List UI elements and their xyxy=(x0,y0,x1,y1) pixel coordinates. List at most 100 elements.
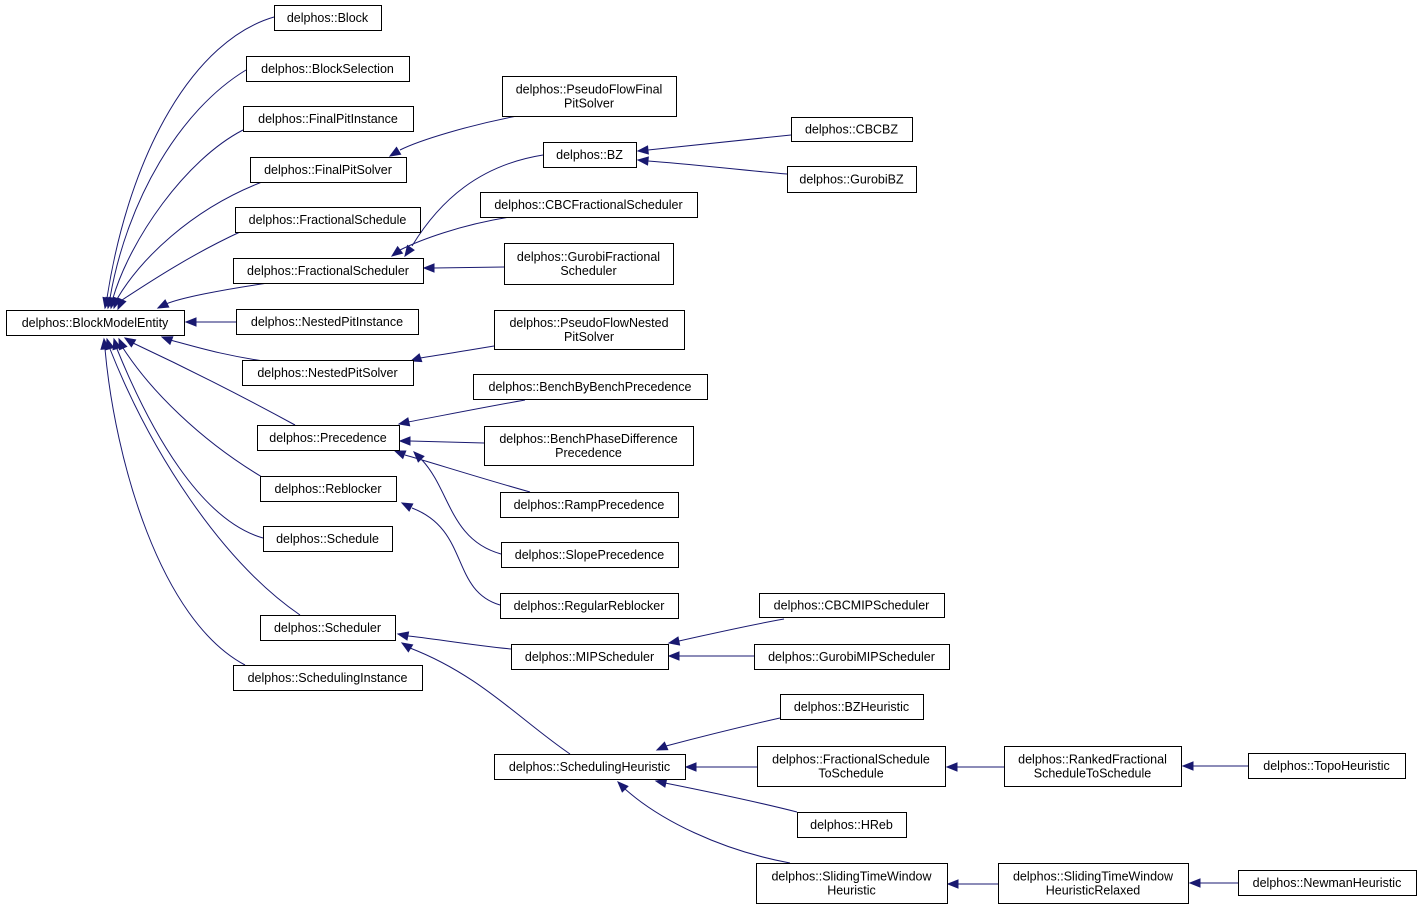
edge-line xyxy=(624,788,791,864)
class-node-precedence[interactable]: delphos::Precedence xyxy=(257,425,400,451)
inheritance-edge-gurobi-fractional-scheduler-to-fractional-scheduler xyxy=(422,263,505,273)
class-node-bz-heuristic[interactable]: delphos::BZHeuristic xyxy=(780,694,924,720)
class-node-newman-heuristic[interactable]: delphos::NewmanHeuristic xyxy=(1238,870,1417,896)
class-node-gurobi-bz[interactable]: delphos::GurobiBZ xyxy=(787,166,917,193)
class-box[interactable] xyxy=(233,258,424,284)
class-box[interactable] xyxy=(484,426,694,466)
class-box[interactable] xyxy=(6,310,185,336)
class-box[interactable] xyxy=(797,812,907,838)
class-box[interactable] xyxy=(1248,753,1406,779)
class-box[interactable] xyxy=(780,694,924,720)
class-node-scheduling-heuristic[interactable]: delphos::SchedulingHeuristic xyxy=(494,754,686,780)
inheritance-edge-bz-to-fractional-scheduler xyxy=(404,154,544,258)
class-box[interactable] xyxy=(260,476,397,502)
arrowhead-icon xyxy=(112,337,122,351)
class-box[interactable] xyxy=(501,542,679,568)
class-node-scheduling-instance[interactable]: delphos::SchedulingInstance xyxy=(233,665,423,691)
class-box[interactable] xyxy=(500,593,679,619)
class-box[interactable] xyxy=(787,166,917,193)
class-box[interactable] xyxy=(1238,870,1417,896)
class-node-fractional-schedule[interactable]: delphos::FractionalSchedule xyxy=(235,207,421,233)
class-box[interactable] xyxy=(511,644,669,670)
class-box[interactable] xyxy=(1004,746,1182,787)
class-label: delphos::GurobiMIPScheduler xyxy=(768,650,935,664)
class-box[interactable] xyxy=(756,863,948,904)
class-label: delphos::SlopePrecedence xyxy=(515,548,664,562)
class-box[interactable] xyxy=(233,665,423,691)
class-node-reblocker[interactable]: delphos::Reblocker xyxy=(260,476,397,502)
class-node-nested-pit-instance[interactable]: delphos::NestedPitInstance xyxy=(236,309,419,335)
arrowhead-icon xyxy=(184,317,197,327)
class-box[interactable] xyxy=(243,106,414,132)
class-label: PitSolver xyxy=(564,97,614,111)
class-node-bz[interactable]: delphos::BZ xyxy=(543,142,637,168)
arrowhead-icon xyxy=(409,353,423,363)
class-node-block-selection[interactable]: delphos::BlockSelection xyxy=(246,56,410,82)
class-node-bench-by-bench-precedence[interactable]: delphos::BenchByBenchPrecedence xyxy=(473,374,708,400)
edge-line xyxy=(132,342,296,426)
class-box[interactable] xyxy=(759,593,945,618)
edge-line xyxy=(665,717,781,747)
class-box[interactable] xyxy=(754,644,950,670)
arrowhead-icon xyxy=(400,502,414,512)
arrowhead-icon xyxy=(397,417,411,427)
class-node-h-reb[interactable]: delphos::HReb xyxy=(797,812,907,838)
class-box[interactable] xyxy=(242,360,414,386)
class-box[interactable] xyxy=(263,526,393,552)
class-node-cbc-fractional-scheduler[interactable]: delphos::CBCFractionalScheduler xyxy=(480,192,698,218)
class-node-mip-scheduler[interactable]: delphos::MIPScheduler xyxy=(511,644,669,670)
class-label: delphos::FractionalSchedule xyxy=(772,753,930,767)
class-node-cbcbz[interactable]: delphos::CBCBZ xyxy=(791,117,913,142)
class-node-scheduler[interactable]: delphos::Scheduler xyxy=(260,615,396,641)
class-label: delphos::HReb xyxy=(810,818,893,832)
class-box[interactable] xyxy=(235,207,421,233)
class-box[interactable] xyxy=(250,157,407,183)
arrowhead-icon xyxy=(1188,878,1201,888)
class-box[interactable] xyxy=(236,309,419,335)
class-node-nested-pit-solver[interactable]: delphos::NestedPitSolver xyxy=(242,360,414,386)
class-box[interactable] xyxy=(246,56,410,82)
class-box[interactable] xyxy=(757,746,946,787)
class-box[interactable] xyxy=(500,492,679,518)
class-node-regular-reblocker[interactable]: delphos::RegularReblocker xyxy=(500,593,679,619)
class-box[interactable] xyxy=(494,310,685,350)
class-label: delphos::FinalPitSolver xyxy=(264,163,392,177)
class-node-cbcmip-scheduler[interactable]: delphos::CBCMIPScheduler xyxy=(759,593,945,618)
class-box[interactable] xyxy=(260,615,396,641)
arrowhead-icon xyxy=(684,762,697,772)
edge-line xyxy=(106,16,275,299)
class-node-sliding-time-window-heuristic-relaxed[interactable]: delphos::SlidingTimeWindowHeuristicRelax… xyxy=(998,863,1189,904)
class-box[interactable] xyxy=(791,117,913,142)
class-node-ranked-fractional-schedule-to-schedule[interactable]: delphos::RankedFractionalScheduleToSched… xyxy=(1004,746,1182,787)
class-label: delphos::MIPScheduler xyxy=(525,650,654,664)
class-node-slope-precedence[interactable]: delphos::SlopePrecedence xyxy=(501,542,679,568)
class-box[interactable] xyxy=(504,243,674,285)
class-node-schedule[interactable]: delphos::Schedule xyxy=(263,526,393,552)
class-node-final-pit-instance[interactable]: delphos::FinalPitInstance xyxy=(243,106,414,132)
class-box[interactable] xyxy=(502,76,677,117)
class-box[interactable] xyxy=(494,754,686,780)
edge-line xyxy=(165,282,269,305)
class-box[interactable] xyxy=(274,5,382,31)
inheritance-edge-cbcmip-scheduler-to-mip-scheduler xyxy=(667,618,785,646)
class-node-topo-heuristic[interactable]: delphos::TopoHeuristic xyxy=(1248,753,1406,779)
class-node-gurobi-mip-scheduler[interactable]: delphos::GurobiMIPScheduler xyxy=(754,644,950,670)
class-box[interactable] xyxy=(998,863,1189,904)
class-box[interactable] xyxy=(480,192,698,218)
class-node-block[interactable]: delphos::Block xyxy=(274,5,382,31)
class-node-fractional-scheduler[interactable]: delphos::FractionalScheduler xyxy=(233,258,424,284)
class-label: delphos::NestedPitSolver xyxy=(257,366,397,380)
class-node-block-model-entity[interactable]: delphos::BlockModelEntity xyxy=(6,310,185,336)
class-box[interactable] xyxy=(543,142,637,168)
arrowhead-icon xyxy=(390,245,404,257)
class-box[interactable] xyxy=(257,425,400,451)
class-node-final-pit-solver[interactable]: delphos::FinalPitSolver xyxy=(250,157,407,183)
class-box[interactable] xyxy=(473,374,708,400)
class-node-ramp-precedence[interactable]: delphos::RampPrecedence xyxy=(500,492,679,518)
